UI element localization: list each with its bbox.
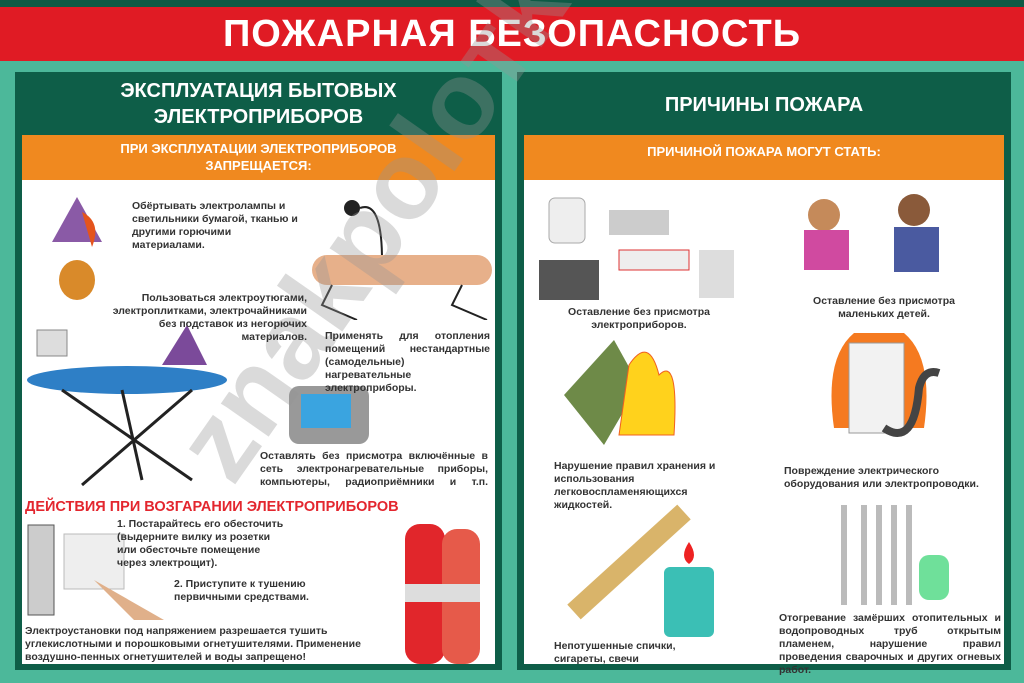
- rule-homemade-heaters: Применять для отопления помещений нестан…: [325, 330, 490, 394]
- left-panel-title: ЭКСПЛУАТАЦИЯ БЫТОВЫХ ЭЛЕКТРОПРИБОРОВ: [15, 78, 502, 130]
- right-content: Оставление без присмотра электроприборов…: [524, 180, 1004, 676]
- appliances-illustration: [539, 197, 734, 300]
- right-panel-title: ПРИЧИНЫ ПОЖАРА: [664, 94, 864, 116]
- cause-unattended-appliances: Оставление без присмотра электроприборов…: [568, 306, 710, 331]
- left-subtitle: ПРИ ЭКСПЛУАТАЦИИ ЭЛЕКТРОПРИБОРОВ ЗАПРЕЩА…: [22, 135, 495, 180]
- children-illustration: [804, 194, 939, 272]
- right-subtitle: ПРИЧИНОЙ ПОЖАРА МОГУТ СТАТЬ:: [524, 135, 1004, 180]
- tv-illustration: [289, 386, 369, 444]
- title-line: ЭКСПЛУАТАЦИЯ БЫТОВЫХ: [120, 80, 397, 102]
- rule-lamps: Обёртывать электролампы и светильники бу…: [132, 200, 298, 251]
- heater-illustration: [312, 200, 492, 320]
- cause-open-flame-works: Отогревание замёрших отопительных и водо…: [779, 612, 1001, 676]
- left-content: Обёртывать электролампы и светильники бу…: [22, 180, 495, 664]
- top-strip: [0, 0, 1024, 7]
- cause-matches-cigarettes: Непотушенные спички, сигареты, свечи: [554, 640, 676, 665]
- cigarette-candle-illustration: [567, 504, 714, 637]
- right-panel: ПРИЧИНЫ ПОЖАРА ПРИЧИНОЙ ПОЖАРА МОГУТ СТА…: [517, 72, 1011, 676]
- fuel-can-fire-illustration: [564, 340, 676, 445]
- cause-damaged-wiring: Повреждение электрического оборудования …: [784, 465, 979, 490]
- subtitle-line: ЗАПРЕЩАЕТСЯ:: [205, 158, 312, 173]
- switch-socket-illustration: [27, 524, 164, 620]
- left-panel: ЭКСПЛУАТАЦИЯ БЫТОВЫХ ЭЛЕКТРОПРИБОРОВ ПРИ…: [15, 72, 502, 670]
- action-step-1: 1. Постарайтесь его обесточить (выдернит…: [117, 518, 284, 569]
- ironing-board-illustration: [27, 325, 227, 487]
- rule-irons: Пользоваться электроутюгами, электроплит…: [112, 292, 307, 343]
- actions-title: ДЕЙСТВИЯ ПРИ ВОЗГАРАНИИ ЭЛЕКТРОПРИБОРОВ: [25, 499, 399, 515]
- cause-unattended-children: Оставление без присмотра маленьких детей…: [813, 295, 955, 320]
- damaged-outlet-illustration: [831, 333, 941, 437]
- lamp-illustration: [52, 197, 102, 300]
- fire-extinguisher-illustration: [405, 524, 480, 664]
- extinguishing-note: Электроустановки под напряжением разреша…: [25, 625, 361, 663]
- pipe-thawing-illustration: [841, 505, 949, 605]
- subtitle-line: ПРИ ЭКСПЛУАТАЦИИ ЭЛЕКТРОПРИБОРОВ: [120, 141, 397, 156]
- poster-title: ПОЖАРНАЯ БЕЗОПАСНОСТЬ: [0, 7, 1024, 61]
- title-line: ЭЛЕКТРОПРИБОРОВ: [153, 106, 364, 128]
- rule-unattended: Оставлять без присмотра включённые в сет…: [260, 450, 488, 488]
- cause-flammable-liquids: Нарушение правил хранения и использовани…: [554, 460, 716, 511]
- action-step-2: 2. Приступите к тушению первичными средс…: [174, 578, 309, 603]
